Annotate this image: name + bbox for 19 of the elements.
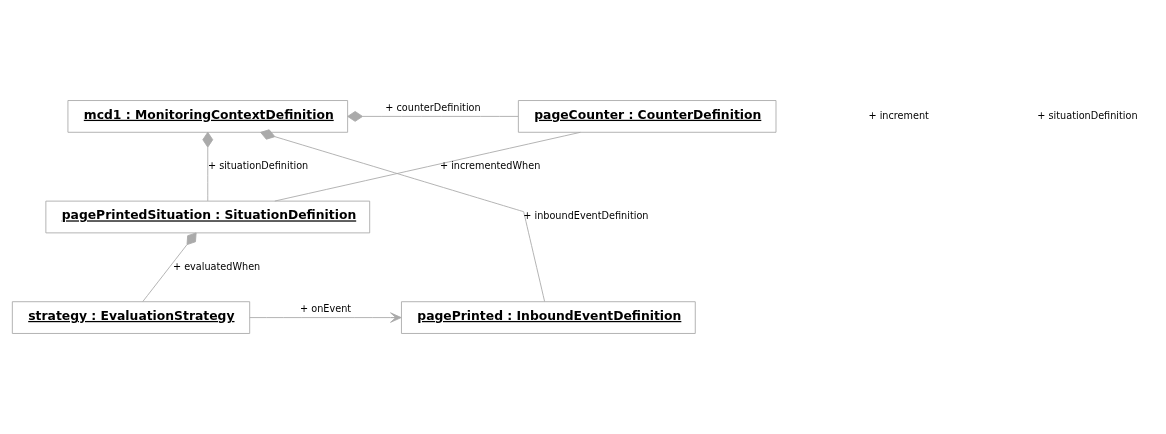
label: + increment: [868, 109, 929, 121]
node-box: pagePrinted : InboundEventDefinition: [401, 301, 696, 334]
node-box: pagePrintedSituation : SituationDefinition: [45, 200, 371, 234]
edge-label: + counterDefinition: [385, 101, 481, 113]
edge-label: + incrementedWhen: [439, 160, 541, 172]
node-box: pageCounter : CounterDefinition: [517, 100, 777, 133]
label: + situationDefinition: [1037, 109, 1138, 121]
edge-label: + onEvent: [300, 303, 352, 315]
edge-label: + evaluatedWhen: [172, 260, 261, 272]
connector: [274, 131, 581, 202]
edge-label: + situationDefinition: [207, 160, 309, 172]
connector: [347, 111, 519, 122]
connector: [260, 129, 546, 302]
connector: [202, 131, 214, 202]
node-box: strategy : EvaluationStrategy: [11, 301, 251, 334]
edge-label: + inboundEventDefinition: [523, 210, 649, 222]
connector: [142, 232, 197, 302]
node-box: mcd1 : MonitoringContextDefinition: [67, 100, 349, 133]
arrow: [249, 312, 402, 323]
